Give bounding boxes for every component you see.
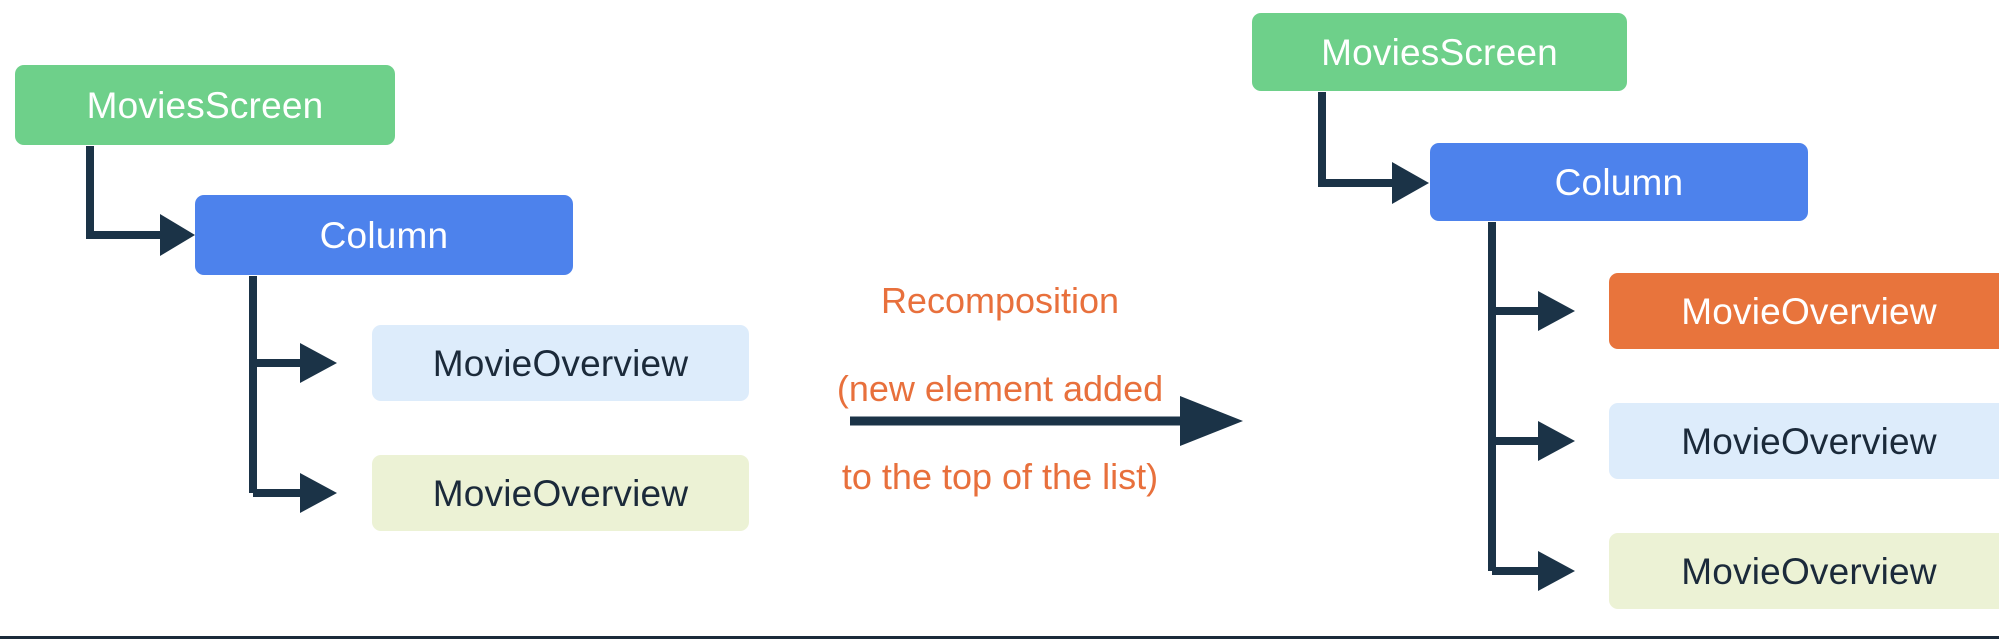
before-node-moviesscreen-label: MoviesScreen — [86, 84, 324, 126]
after-node-movieoverview-2-label: MovieOverview — [1681, 420, 1937, 462]
after-node-movieoverview-3-label: MovieOverview — [1681, 550, 1937, 592]
after-node-column-label: Column — [1554, 161, 1684, 203]
after-edge-root-to-column — [1318, 92, 1392, 187]
after-edge-column-to-child-3-arrowhead — [1538, 551, 1575, 591]
after-edge-root-to-column-arrowhead — [1392, 162, 1429, 204]
after-node-movieoverview-1: MovieOverview — [1609, 273, 1999, 349]
before-node-movieoverview-1-label: MovieOverview — [432, 342, 689, 384]
transition-caption-line-1: Recomposition — [880, 279, 1120, 321]
transition-caption-line-3: to the top of the list) — [841, 455, 1159, 497]
before-node-moviesscreen: MoviesScreen — [15, 65, 395, 145]
transition-caption: Recomposition (new element added to the … — [800, 235, 1200, 542]
after-edge-column-to-child-2-arrowhead — [1538, 421, 1575, 461]
before-node-column: Column — [195, 195, 573, 275]
after-edge-column-to-child-1-arrowhead — [1538, 291, 1575, 331]
after-node-movieoverview-1-label: MovieOverview — [1681, 290, 1937, 332]
before-node-movieoverview-2-label: MovieOverview — [432, 472, 689, 514]
after-node-moviesscreen-label: MoviesScreen — [1321, 31, 1558, 73]
before-node-movieoverview-1: MovieOverview — [372, 325, 749, 401]
before-edge-column-to-child-2-arrowhead — [300, 473, 337, 513]
before-edge-column-to-child-1-arrowhead — [300, 343, 337, 383]
after-node-movieoverview-2: MovieOverview — [1609, 403, 1999, 479]
before-node-column-label: Column — [319, 214, 449, 256]
after-node-column: Column — [1430, 143, 1808, 221]
before-node-movieoverview-2: MovieOverview — [372, 455, 749, 531]
before-edge-root-to-column-arrowhead — [160, 214, 195, 256]
transition-caption-line-2: (new element added — [836, 367, 1164, 409]
before-edge-root-to-column — [86, 146, 160, 239]
after-node-movieoverview-3: MovieOverview — [1609, 533, 1999, 609]
after-node-moviesscreen: MoviesScreen — [1252, 13, 1627, 91]
